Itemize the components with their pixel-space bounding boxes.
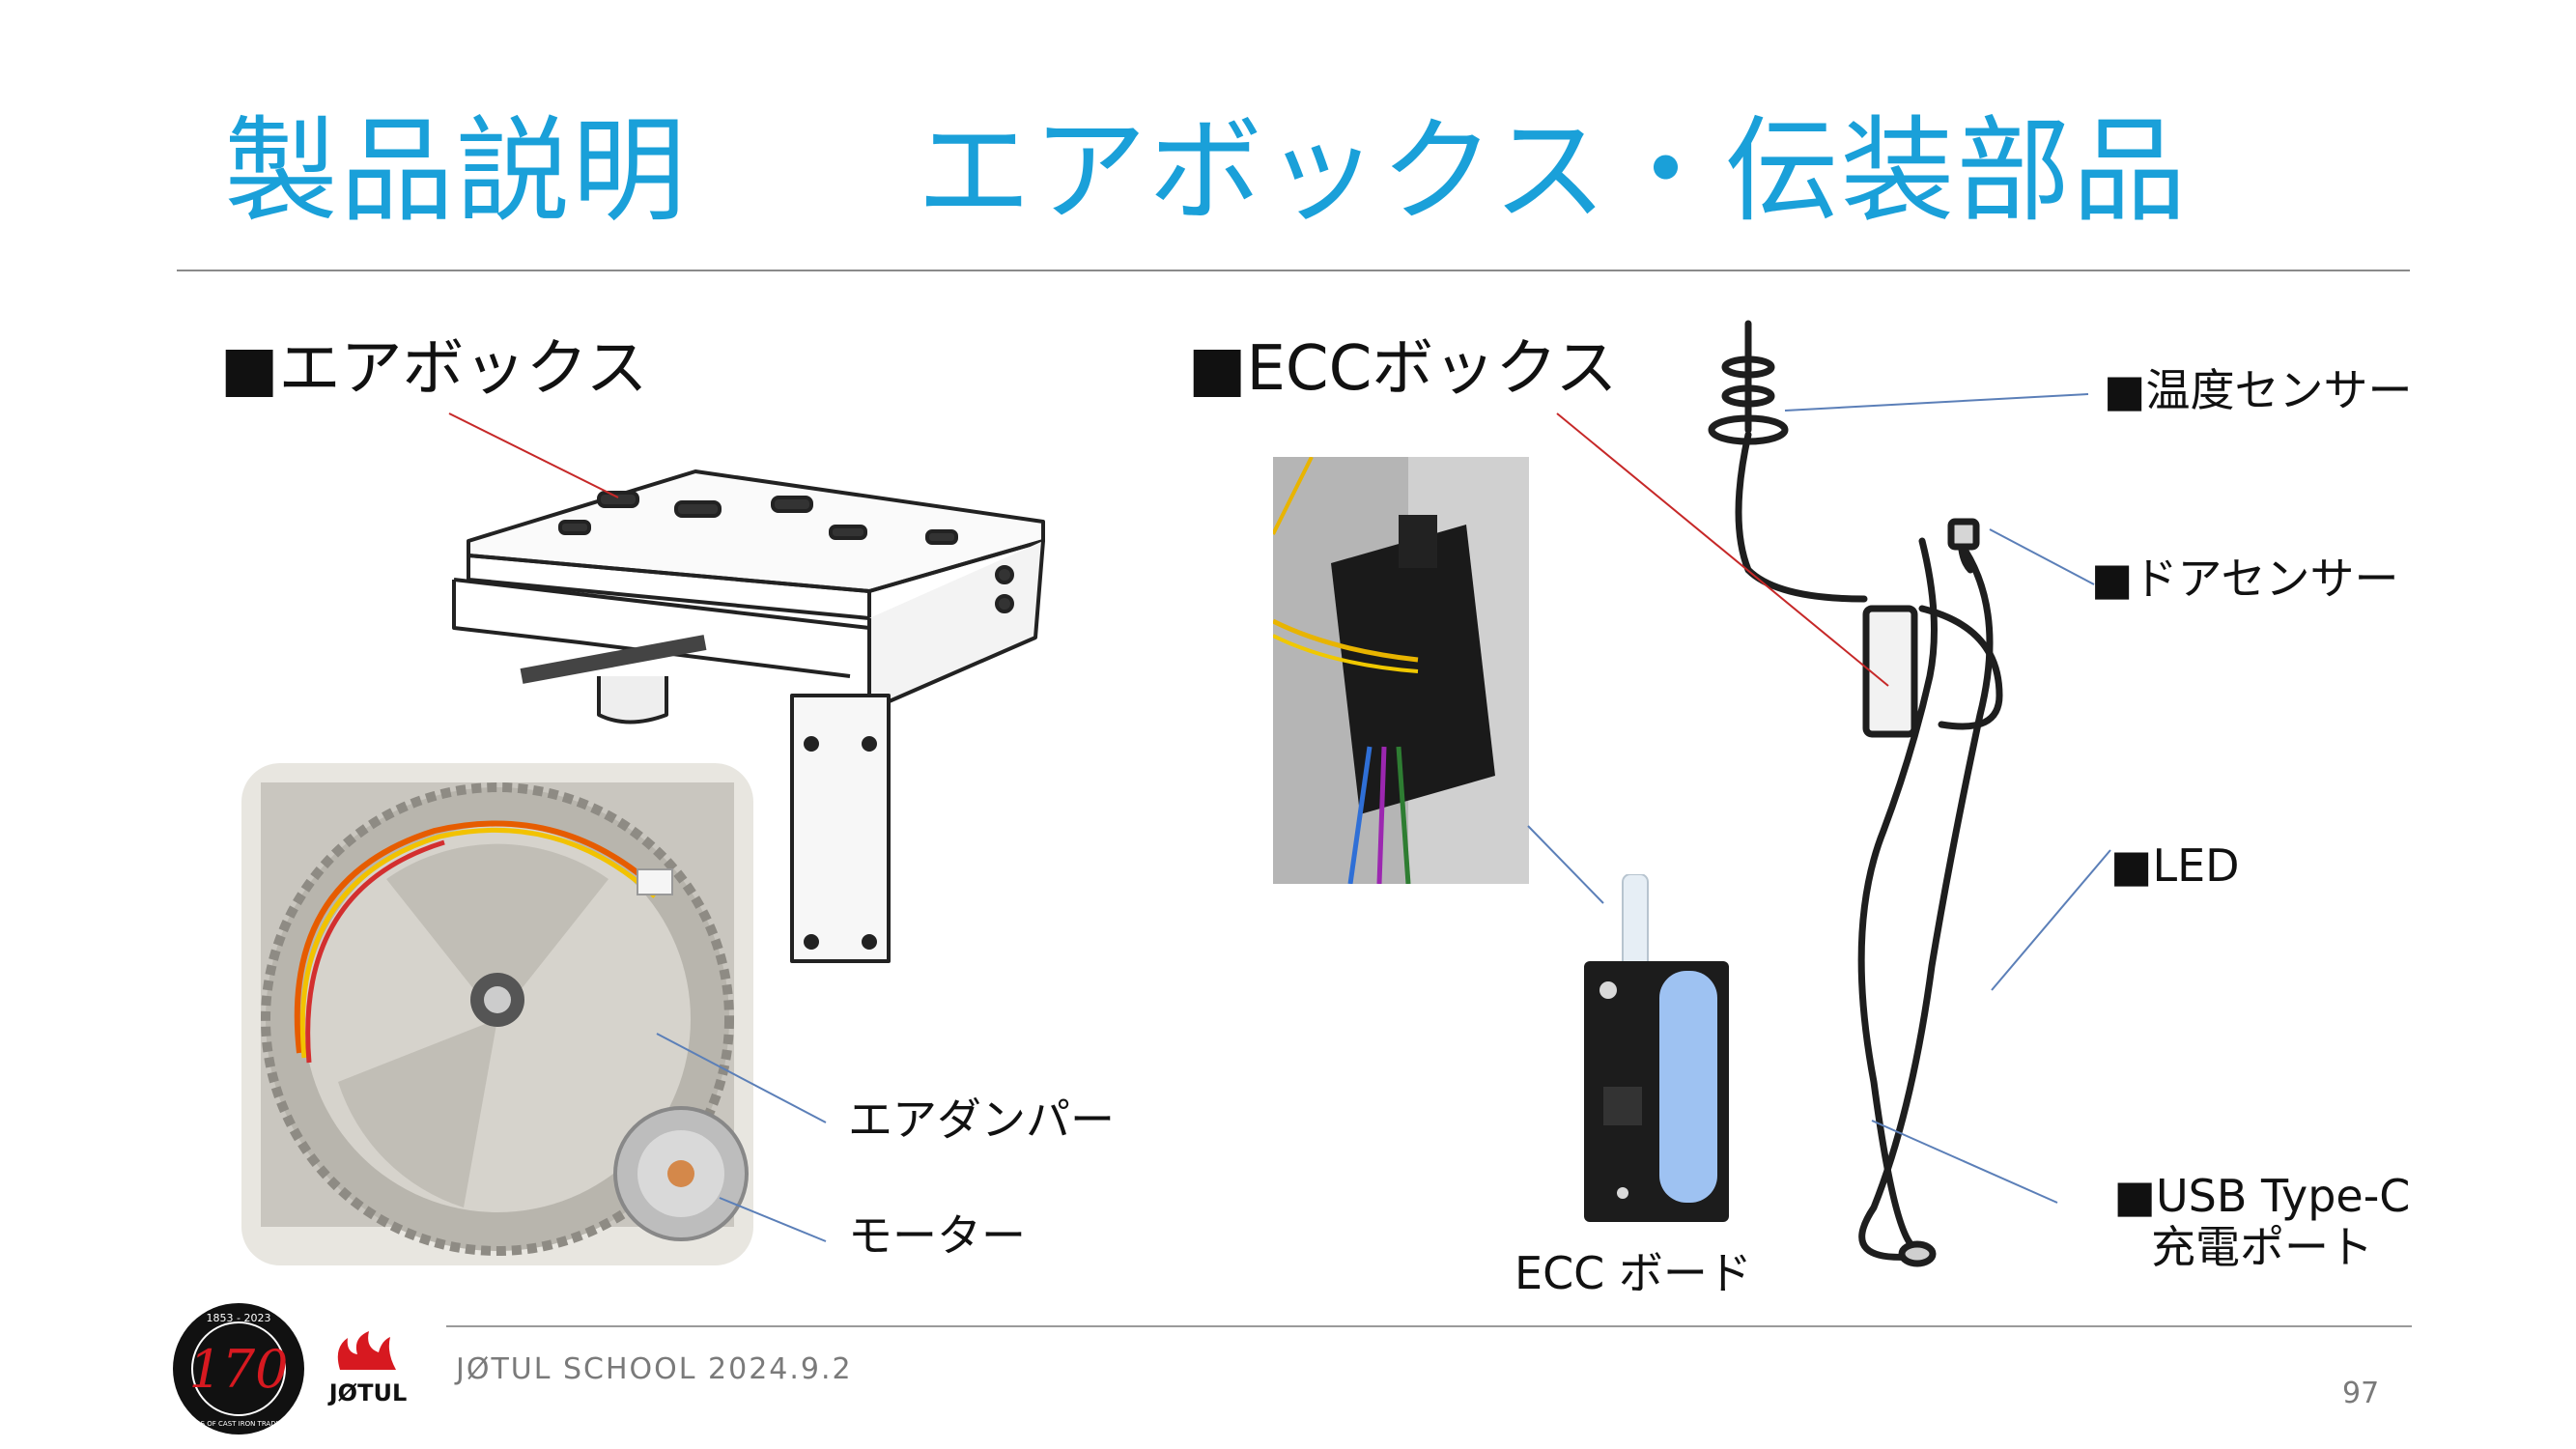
leader-door-sensor — [1989, 528, 2095, 585]
badge-years: 1853 - 2023 — [207, 1312, 271, 1324]
leader-airbox — [448, 412, 619, 498]
label-usb-line2: 充電ポート — [2151, 1220, 2373, 1273]
label-led: ■LED — [2110, 839, 2240, 892]
label-ecc-board: ECC ボード — [1514, 1247, 1752, 1299]
jotul-flame-logo — [337, 1331, 396, 1370]
footer-divider — [446, 1325, 2412, 1327]
leader-led — [1991, 849, 2111, 991]
leader-temp-sensor — [1784, 393, 2089, 412]
label-usb-line1: ■USB Type-C — [2113, 1170, 2411, 1222]
label-temp-sensor: ■温度センサー — [2104, 364, 2413, 416]
badge-ring-text: YEARS OF CAST IRON TRADITION — [182, 1420, 295, 1428]
title-sub: エアボックス・伝装部品 — [917, 104, 2189, 238]
label-usb-charge: ■USB Type-C 充電ポート — [2098, 1171, 2426, 1273]
leader-usb — [1871, 1120, 2058, 1204]
title-main: 製品説明 — [224, 104, 689, 238]
leader-ecc-box — [1556, 412, 1889, 687]
label-motor: モーター — [848, 1209, 1026, 1262]
label-air-damper: エアダンパー — [848, 1094, 1115, 1146]
airbox-heading: ■エアボックス — [220, 333, 648, 405]
footer-text: JØTUL SCHOOL 2024.9.2 — [456, 1352, 853, 1386]
air-damper-photo — [241, 763, 753, 1265]
ecc-heading: ■ECCボックス — [1188, 333, 1618, 405]
brand-wordmark: JØTUL — [327, 1379, 407, 1406]
title-divider — [177, 270, 2410, 271]
badge-number: 170 — [188, 1339, 288, 1400]
label-door-sensor: ■ドアセンサー — [2091, 553, 2399, 605]
page-number: 97 — [2342, 1377, 2380, 1410]
slide-title: 製品説明 エアボックス・伝装部品 — [224, 114, 2189, 228]
ecc-box-photo — [1273, 457, 1529, 884]
ecc-board-photo — [1584, 874, 1729, 1222]
